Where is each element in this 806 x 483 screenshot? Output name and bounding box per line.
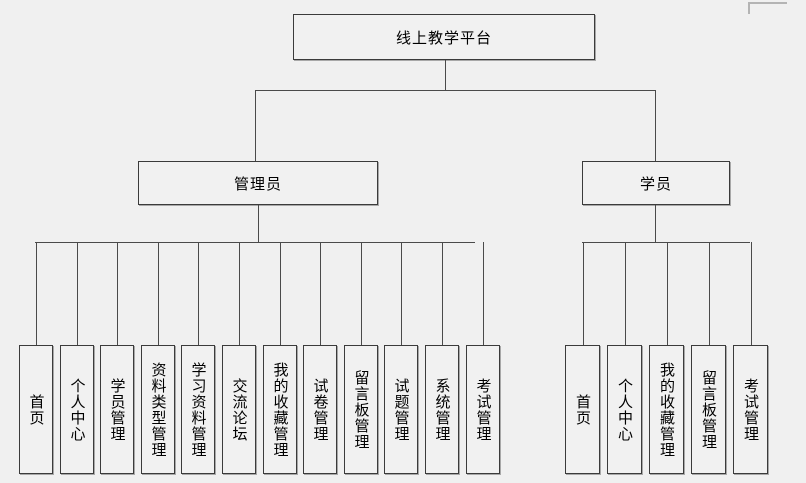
- node-admin-leaf-4-label: 学习资料管理: [189, 361, 208, 458]
- node-admin-leaf-9[interactable]: 试题管理: [384, 345, 418, 474]
- node-admin-leaf-8-label: 留言板管理: [352, 369, 371, 450]
- node-admin-leaf-10-label: 系统管理: [433, 377, 452, 442]
- node-root-label: 线上教学平台: [395, 28, 492, 47]
- node-student-leaf-4[interactable]: 考试管理: [733, 345, 768, 474]
- connector-student-stem: [655, 205, 656, 243]
- node-admin-leaf-0-label: 首页: [27, 393, 46, 426]
- connector-admin-leaf-1: [77, 242, 78, 345]
- connector-admin-leaf-bus: [35, 242, 475, 243]
- node-admin-leaf-10[interactable]: 系统管理: [425, 345, 459, 474]
- node-student-leaf-1-label: 个人中心: [616, 377, 634, 442]
- connector-student-leaf-4: [751, 242, 752, 345]
- node-admin-leaf-9-label: 试题管理: [392, 377, 411, 442]
- node-admin-leaf-8[interactable]: 留言板管理: [344, 345, 378, 474]
- node-student-leaf-1[interactable]: 个人中心: [607, 345, 642, 474]
- node-admin-leaf-2-label: 学员管理: [108, 377, 127, 442]
- node-admin-leaf-3-label: 资料类型管理: [149, 361, 168, 458]
- connector-to-student: [655, 90, 656, 162]
- connector-level2-bus: [255, 90, 656, 91]
- connector-admin-stem: [258, 205, 259, 243]
- node-student-label: 学员: [639, 174, 672, 193]
- connector-admin-leaf-6: [280, 242, 281, 345]
- node-admin-leaf-11[interactable]: 考试管理: [466, 345, 500, 474]
- node-admin-leaf-1-label: 个人中心: [68, 377, 87, 442]
- node-admin-leaf-4[interactable]: 学习资料管理: [181, 345, 215, 474]
- connector-admin-leaf-3: [158, 242, 159, 345]
- node-admin-leaf-5[interactable]: 交流论坛: [222, 345, 256, 474]
- connector-student-leaf-0: [583, 242, 584, 345]
- connector-student-leaf-1: [625, 242, 626, 345]
- connector-root-stem: [445, 60, 446, 91]
- node-admin-leaf-2[interactable]: 学员管理: [100, 345, 134, 474]
- node-admin-leaf-11-label: 考试管理: [474, 377, 493, 442]
- node-student-leaf-4-label: 考试管理: [742, 377, 760, 442]
- connector-admin-leaf-5: [239, 242, 240, 345]
- connector-admin-leaf-8: [361, 242, 362, 345]
- node-admin-leaf-6[interactable]: 我的收藏管理: [263, 345, 297, 474]
- node-admin-leaf-6-label: 我的收藏管理: [271, 361, 290, 458]
- connector-student-leaf-3: [709, 242, 710, 345]
- connector-to-admin: [255, 90, 256, 162]
- node-student-leaf-0-label: 首页: [574, 393, 592, 426]
- connector-admin-leaf-11: [483, 242, 484, 345]
- node-root[interactable]: 线上教学平台: [293, 14, 595, 60]
- node-admin-label: 管理员: [233, 174, 282, 193]
- corner-artifact: [748, 2, 787, 14]
- connector-admin-leaf-2: [117, 242, 118, 345]
- connector-admin-leaf-0: [36, 242, 37, 345]
- node-student-leaf-3-label: 留言板管理: [700, 369, 718, 450]
- node-student[interactable]: 学员: [582, 161, 730, 205]
- connector-student-leaf-bus: [582, 242, 750, 243]
- node-admin-leaf-3[interactable]: 资料类型管理: [141, 345, 175, 474]
- connector-admin-leaf-10: [442, 242, 443, 345]
- node-student-leaf-0[interactable]: 首页: [565, 345, 600, 474]
- connector-admin-leaf-9: [401, 242, 402, 345]
- node-admin-leaf-0[interactable]: 首页: [19, 345, 53, 474]
- node-admin-leaf-1[interactable]: 个人中心: [60, 345, 94, 474]
- node-student-leaf-2[interactable]: 我的收藏管理: [649, 345, 684, 474]
- connector-admin-leaf-7: [320, 242, 321, 345]
- node-student-leaf-2-label: 我的收藏管理: [658, 361, 676, 458]
- node-admin-leaf-5-label: 交流论坛: [230, 377, 249, 442]
- node-admin[interactable]: 管理员: [138, 161, 378, 205]
- node-admin-leaf-7[interactable]: 试卷管理: [303, 345, 337, 474]
- connector-admin-leaf-4: [198, 242, 199, 345]
- node-admin-leaf-7-label: 试卷管理: [311, 377, 330, 442]
- node-student-leaf-3[interactable]: 留言板管理: [691, 345, 726, 474]
- connector-student-leaf-2: [667, 242, 668, 345]
